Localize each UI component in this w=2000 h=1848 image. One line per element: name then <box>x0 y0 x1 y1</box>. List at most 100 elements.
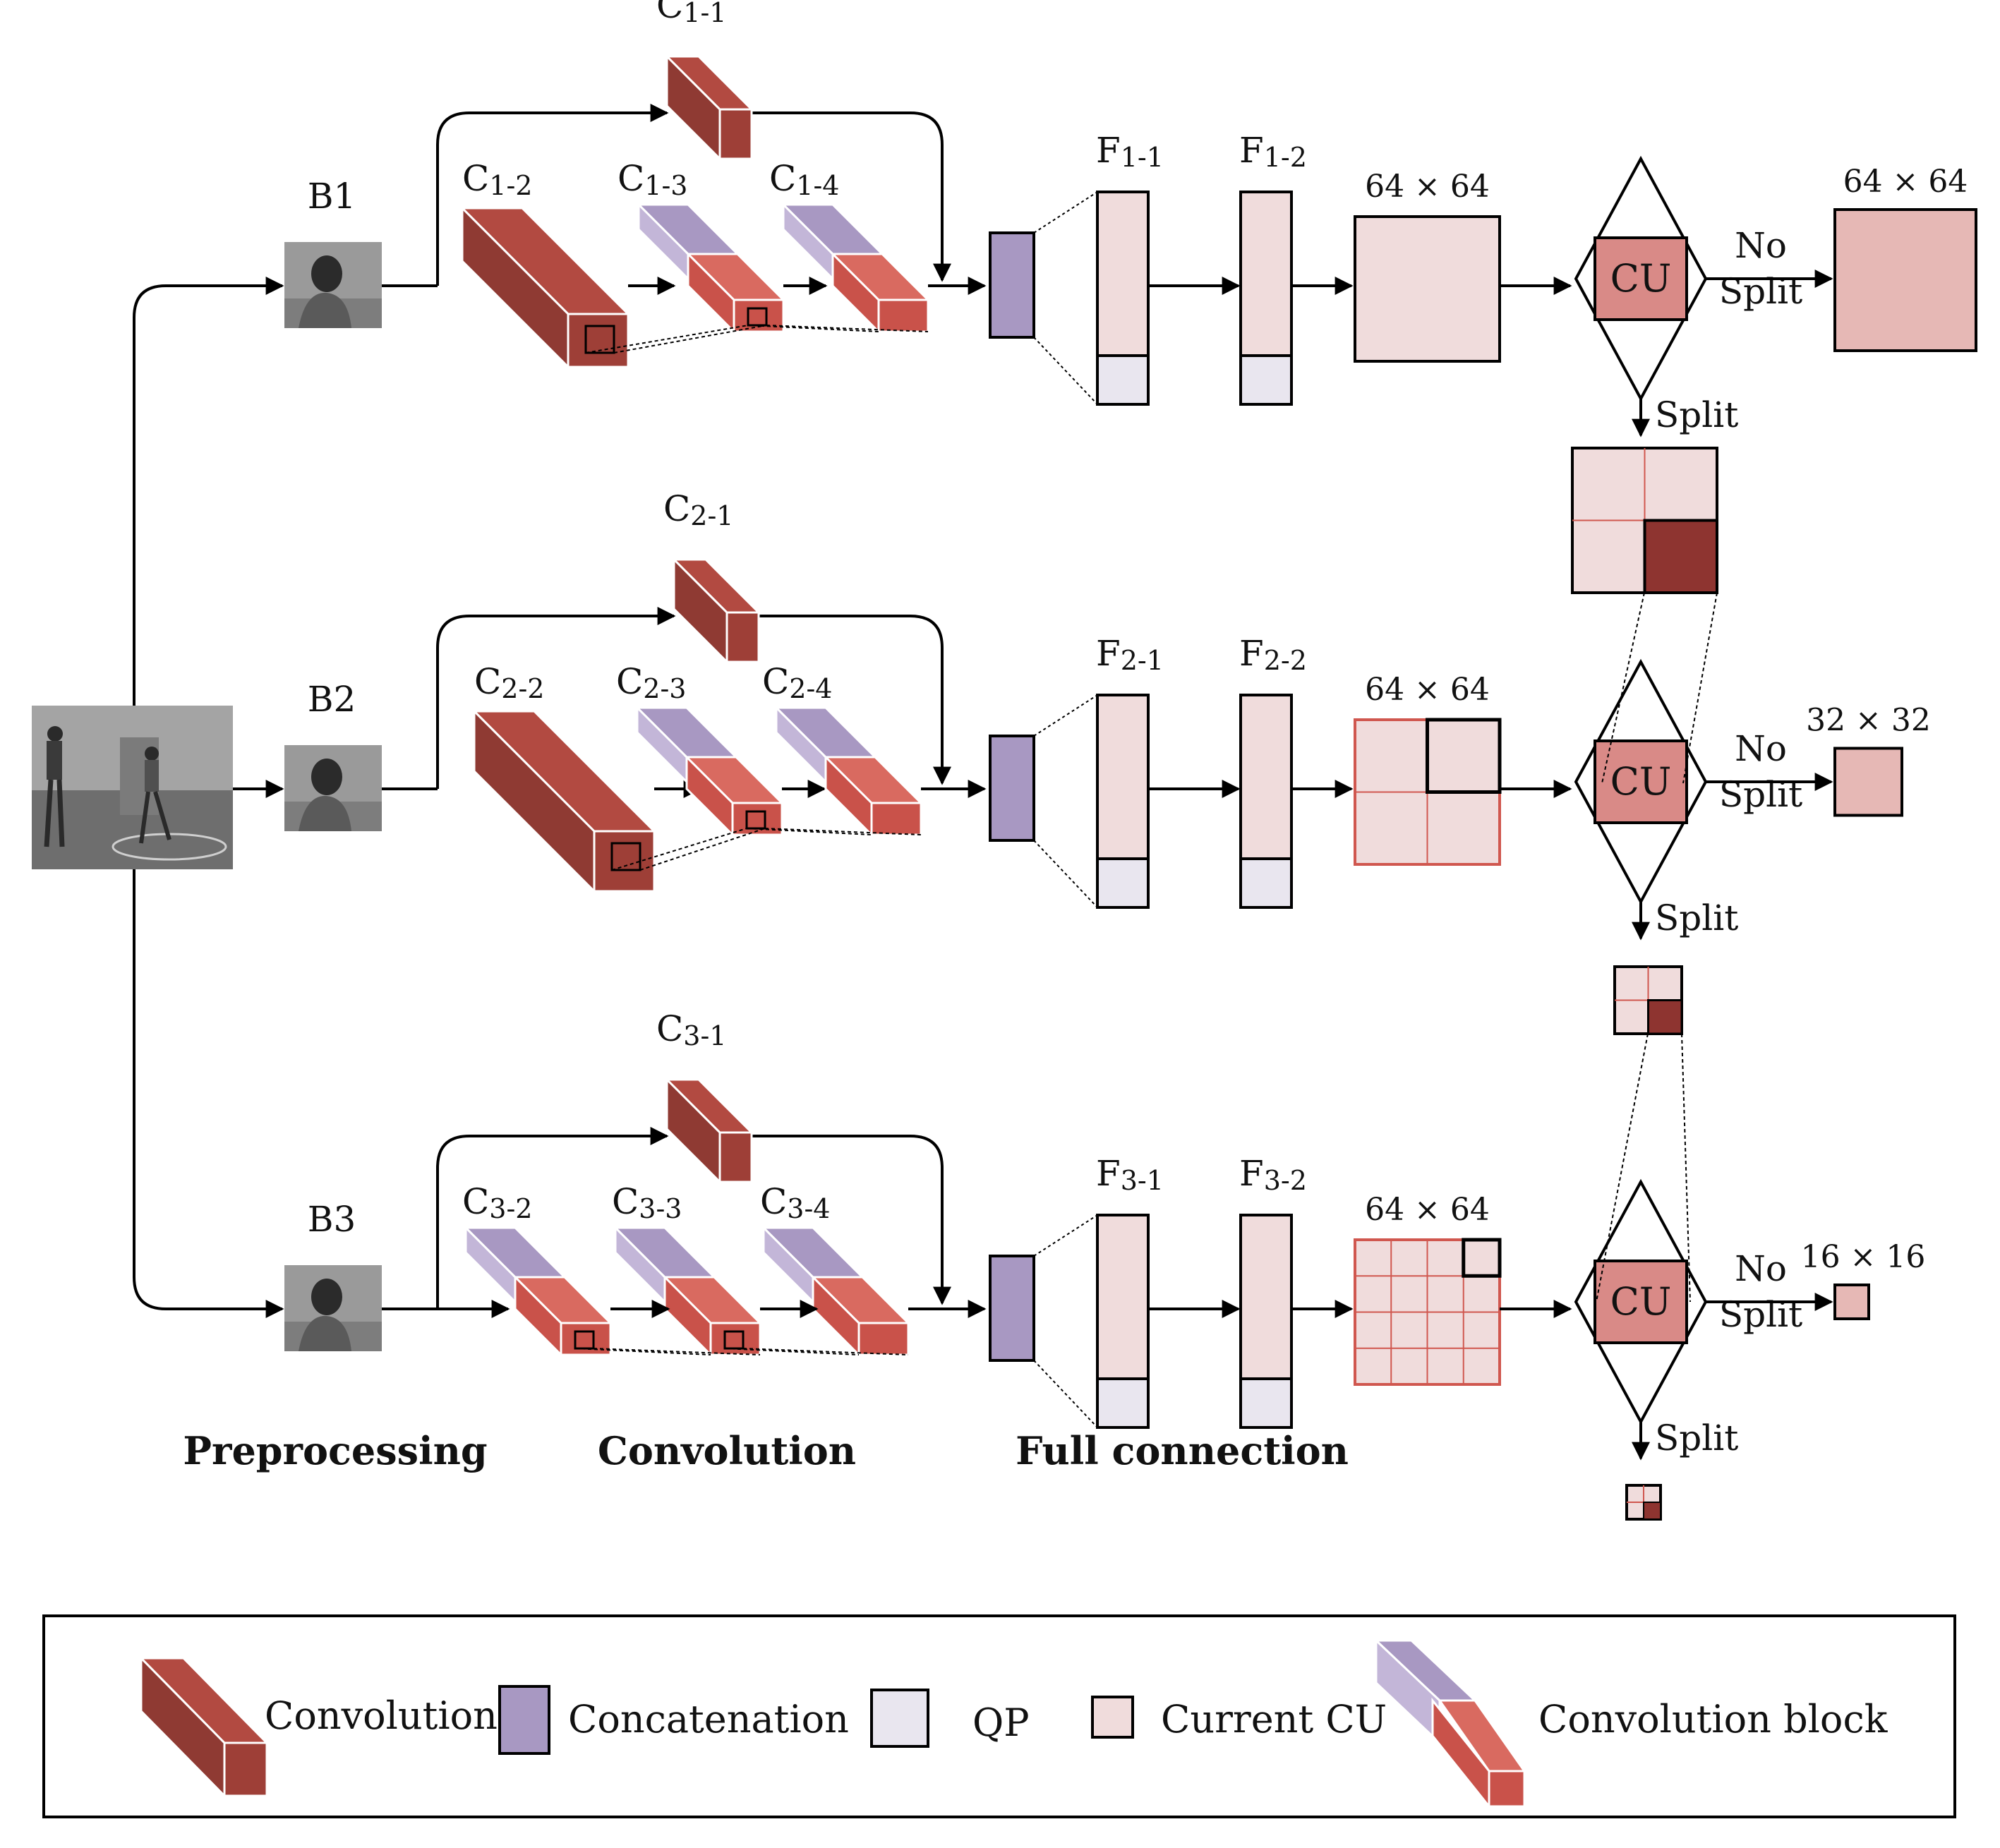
legend-current-cu-swatch <box>1091 1696 1134 1739</box>
label-c3-3: C3-3 <box>612 1181 682 1224</box>
skip-arrow-out <box>737 111 951 282</box>
conv-c1-2 <box>459 205 631 370</box>
label-c1-3: C1-3 <box>618 158 687 201</box>
no-label: No <box>1735 1248 1787 1289</box>
selected-sub-cu <box>1643 519 1718 594</box>
cu-size-label: 64 × 64 <box>1365 169 1490 205</box>
concatenation-box <box>989 735 1035 842</box>
conv-c2-2 <box>471 708 657 894</box>
label-f2-1: F2-1 <box>1096 633 1164 676</box>
legend: Convolution Concatenation QP Current CU … <box>42 1614 1956 1818</box>
qp-cell <box>1239 857 1293 909</box>
section-full-connection: Full connection <box>1016 1428 1349 1473</box>
branch-image-b3 <box>284 1265 382 1351</box>
fan-lines <box>1033 1214 1098 1428</box>
dotted-projection <box>611 828 922 871</box>
section-convolution: Convolution <box>598 1428 856 1473</box>
qp-cell <box>1096 1377 1150 1429</box>
label-c2-3: C2-3 <box>616 661 686 704</box>
dotted-projection <box>574 1348 909 1355</box>
output-cu-block <box>1833 747 1903 817</box>
legend-qp-label: QP <box>972 1701 1030 1745</box>
no-label: No <box>1735 225 1787 266</box>
current-cu-block <box>1354 215 1501 363</box>
section-preprocessing: Preprocessing <box>183 1428 487 1473</box>
conv-c2-1 <box>671 557 761 665</box>
receptive-field-box <box>584 325 615 354</box>
qp-cell <box>1096 354 1150 406</box>
fc2-layer <box>1239 191 1293 357</box>
zoom-lines <box>1601 592 1718 784</box>
label-c2-4: C2-4 <box>762 661 832 704</box>
cu-node <box>1594 739 1688 824</box>
skip-arrow-in <box>436 104 669 286</box>
output-size-label: 16 × 16 <box>1801 1239 1926 1275</box>
conv-block-c2-4 <box>773 705 924 838</box>
skip-arrow-in <box>436 1127 669 1309</box>
selected-sub-cu <box>1647 999 1683 1035</box>
branch-image-b2 <box>284 745 382 831</box>
concatenation-box <box>989 231 1035 339</box>
label-f1-1: F1-1 <box>1096 130 1164 173</box>
conv-block-c3-3 <box>613 1225 763 1358</box>
skip-arrow-in <box>436 607 676 789</box>
conv-block-c2-3 <box>634 705 785 838</box>
label-c3-4: C3-4 <box>760 1181 830 1224</box>
cu-decision-column <box>1571 447 1718 1521</box>
label-f2-2: F2-2 <box>1239 633 1307 676</box>
branch-label: B3 <box>308 1199 356 1240</box>
selected-sub-cu <box>1643 1502 1661 1520</box>
fc2-layer <box>1239 694 1293 860</box>
legend-convolution-block-icon <box>1373 1638 1526 1810</box>
branch-label: B2 <box>308 679 356 720</box>
cu-node <box>1594 1260 1688 1344</box>
conv-block-c1-3 <box>636 202 786 334</box>
legend-convolution-label: Convolution <box>265 1693 498 1738</box>
fan-lines <box>1033 694 1098 908</box>
legend-concatenation-label: Concatenation <box>568 1697 849 1741</box>
split-down-label: Split <box>1655 898 1738 938</box>
concatenation-box <box>989 1255 1035 1362</box>
conv-c3-1 <box>664 1077 754 1185</box>
qp-cell <box>1239 354 1293 406</box>
legend-frame <box>42 1614 1956 1818</box>
legend-convolution-block-label: Convolution block <box>1538 1697 1888 1741</box>
fc1-layer <box>1096 694 1150 860</box>
cu-node-label: CU <box>1610 1279 1672 1324</box>
conv-block-c1-4 <box>781 202 931 334</box>
label-f1-2: F1-2 <box>1239 130 1307 173</box>
split-down-label: Split <box>1655 394 1738 435</box>
legend-current-cu-label: Current CU <box>1161 1697 1387 1741</box>
output-size-label: 64 × 64 <box>1843 164 1968 200</box>
branch-label: B1 <box>308 176 356 217</box>
output-cu-block <box>1833 1284 1870 1320</box>
conv-block-c3-4 <box>761 1225 911 1358</box>
skip-arrow-out <box>745 615 951 785</box>
legend-concatenation-swatch <box>498 1685 550 1755</box>
cu-size-label: 64 × 64 <box>1365 672 1490 708</box>
label-c2-2: C2-2 <box>474 661 544 704</box>
input-branch-lines <box>133 277 284 1318</box>
label-f3-1: F3-1 <box>1096 1153 1164 1196</box>
split-label: Split <box>1719 271 1802 312</box>
label-c1-1: C1-1 <box>656 0 726 28</box>
conv-block-c3-2 <box>463 1225 613 1358</box>
zoom-lines <box>1596 1033 1691 1303</box>
label-c1-4: C1-4 <box>769 158 839 201</box>
output-cu-block <box>1833 208 1977 352</box>
split-label: Split <box>1719 774 1802 815</box>
fc1-layer <box>1096 191 1150 357</box>
current-sub-cu <box>1462 1238 1502 1278</box>
no-label: No <box>1735 728 1787 769</box>
cu-size-label: 64 × 64 <box>1365 1192 1490 1228</box>
current-sub-cu <box>1426 718 1502 794</box>
branch-image-b1 <box>284 242 382 328</box>
legend-qp-swatch <box>870 1689 929 1748</box>
fc1-layer <box>1096 1214 1150 1380</box>
qp-cell <box>1239 1377 1293 1429</box>
fan-lines <box>1033 191 1098 405</box>
qp-cell <box>1096 857 1150 909</box>
split-label: Split <box>1719 1294 1802 1335</box>
conv-c1-1 <box>664 54 754 162</box>
